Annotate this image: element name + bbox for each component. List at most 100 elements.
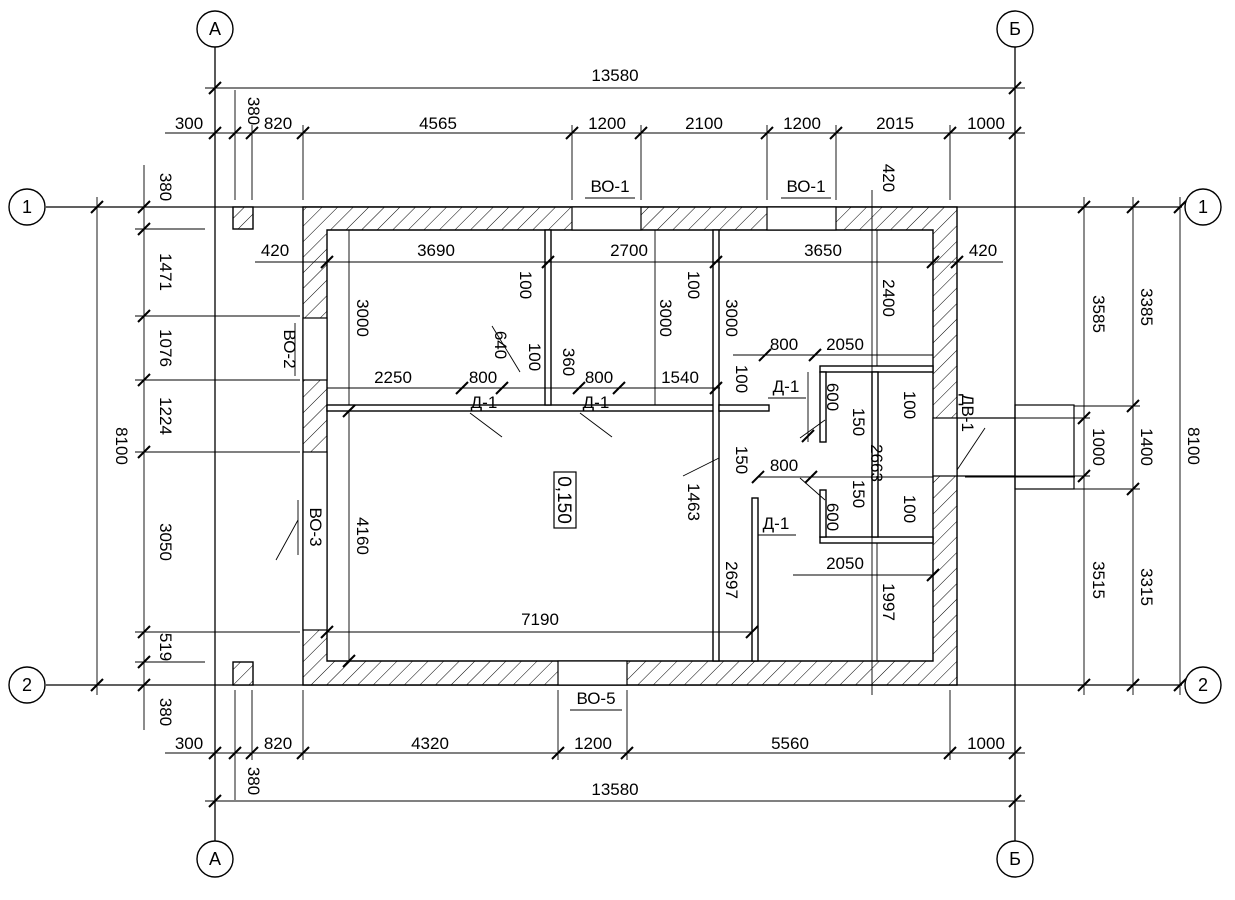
dim-label: 4160: [353, 517, 372, 555]
dim-label: 800: [469, 368, 497, 387]
dim-label: 150: [849, 480, 868, 508]
dim-label: 2050: [826, 554, 864, 573]
dim-label: 1200: [588, 114, 626, 133]
column-top: [232, 206, 254, 230]
dim-label: 2663: [867, 444, 886, 482]
dim-label: 600: [823, 503, 842, 531]
level-mark: 0,150: [553, 471, 577, 529]
dim-label: 3585: [1089, 295, 1108, 333]
door-opening-dv1: [932, 417, 958, 477]
dim-label: 600: [823, 383, 842, 411]
dim-label: 420: [261, 241, 289, 260]
dim-label: 380: [244, 767, 263, 795]
dim-label: 13580: [591, 780, 638, 799]
opening-label: ДВ-1: [958, 394, 977, 432]
dim-label: 2050: [826, 335, 864, 354]
dim-label: 1463: [684, 483, 703, 521]
right-dimensions: 3585 1000 3515 3385 1400 3315 8100: [957, 197, 1203, 695]
partition-bath-left-top: [819, 371, 827, 443]
dim-label: 640: [491, 331, 510, 359]
window-opening-bo2: [302, 317, 328, 381]
dim-label: 2400: [879, 279, 898, 317]
axis-bubble-2-left: 2: [8, 666, 46, 704]
partition-vertical-3: [751, 497, 759, 662]
opening-label: Д-1: [773, 377, 800, 396]
dim-label: 3385: [1137, 288, 1156, 326]
level-mark-value: 0,150: [553, 476, 574, 524]
dim-label: 1540: [661, 368, 699, 387]
top-dimensions: 13580 300 380 820 4565 1200: [165, 66, 1025, 200]
axis-label: 2: [1198, 675, 1208, 695]
partition-vertical-2: [712, 229, 720, 662]
opening-label: Д-1: [471, 393, 498, 412]
dim-label: 100: [684, 271, 703, 299]
column-bottom: [232, 661, 254, 686]
dim-label: 1000: [1089, 428, 1108, 466]
dim-label: 3000: [722, 299, 741, 337]
dim-label: 1224: [156, 397, 175, 435]
dim-label: 1400: [1137, 428, 1156, 466]
partition-vertical-1: [544, 229, 552, 406]
dim-label: 820: [264, 114, 292, 133]
dim-label: 100: [525, 343, 544, 371]
dim-label: 380: [244, 97, 263, 125]
dim-label: 360: [559, 348, 578, 376]
dim-label: 300: [175, 114, 203, 133]
opening-labels: ВО-1 ВО-1 ВО-2 ВО-3 ВО-5 ДВ-1 Д-1 Д-1 Д-…: [275, 177, 1075, 711]
dim-label: 8100: [1184, 427, 1203, 465]
dim-label: 2250: [374, 368, 412, 387]
dim-label: 3650: [804, 241, 842, 260]
dim-label: 3050: [156, 523, 175, 561]
opening-label: ВО-1: [786, 177, 825, 196]
dim-label: 380: [156, 173, 175, 201]
dim-label: 300: [175, 734, 203, 753]
dim-label: 8100: [112, 427, 131, 465]
axis-label: 1: [22, 197, 32, 217]
axis-label: Б: [1009, 849, 1021, 869]
opening-label: ВО-5: [576, 689, 615, 708]
window-opening-bo5: [557, 660, 628, 686]
axis-bubble-1-right: 1: [1184, 188, 1222, 226]
dim-label: 3690: [417, 241, 455, 260]
axis-label: Б: [1009, 19, 1021, 39]
axis-bubble-a-top: А: [196, 10, 234, 48]
dim-label: 3315: [1137, 568, 1156, 606]
axis-label: А: [209, 19, 221, 39]
dim-label: 3515: [1089, 561, 1108, 599]
bottom-dimensions: 300 820 4320 1200 5560 1000 380 13580: [165, 690, 1025, 808]
dim-label: 13580: [591, 66, 638, 85]
dim-label: 2700: [610, 241, 648, 260]
partition-bath-left-bottom: [819, 489, 827, 538]
dim-label: 100: [900, 391, 919, 419]
dim-label: 1997: [879, 583, 898, 621]
dim-label: 150: [849, 408, 868, 436]
dim-label: 1076: [156, 329, 175, 367]
dim-label: 100: [732, 365, 751, 393]
dim-label: 380: [156, 698, 175, 726]
partition-bath-top: [819, 365, 934, 373]
opening-label: ВО-2: [280, 329, 299, 368]
dim-label: 519: [156, 633, 175, 661]
dim-label: 4565: [419, 114, 457, 133]
axis-bubble-b-bottom: Б: [996, 840, 1034, 878]
interior-dimensions: 3690 2700 3650 420 420 420 3000 3000 300…: [255, 164, 1003, 668]
dim-label: 5560: [771, 734, 809, 753]
dim-label: 4320: [411, 734, 449, 753]
dim-label: 1000: [967, 734, 1005, 753]
left-dimensions: 8100 380 1471 1076 1224 3050 519 380: [90, 165, 300, 730]
axis-bubble-2-right: 2: [1184, 666, 1222, 704]
partition-bath-bottom: [819, 536, 934, 544]
dim-label: 100: [900, 495, 919, 523]
partition-horizontal: [326, 404, 721, 412]
porch-step: [1014, 404, 1075, 490]
window-opening-bo1-left: [571, 206, 642, 231]
opening-label: ВО-1: [590, 177, 629, 196]
window-opening-bo1-right: [766, 206, 837, 231]
grid-axes: [46, 45, 1182, 842]
dim-label: 150: [732, 446, 751, 474]
axis-bubble-a-bottom: А: [196, 840, 234, 878]
dim-label: 2100: [685, 114, 723, 133]
dim-label: 800: [585, 368, 613, 387]
dim-label: 3000: [656, 299, 675, 337]
